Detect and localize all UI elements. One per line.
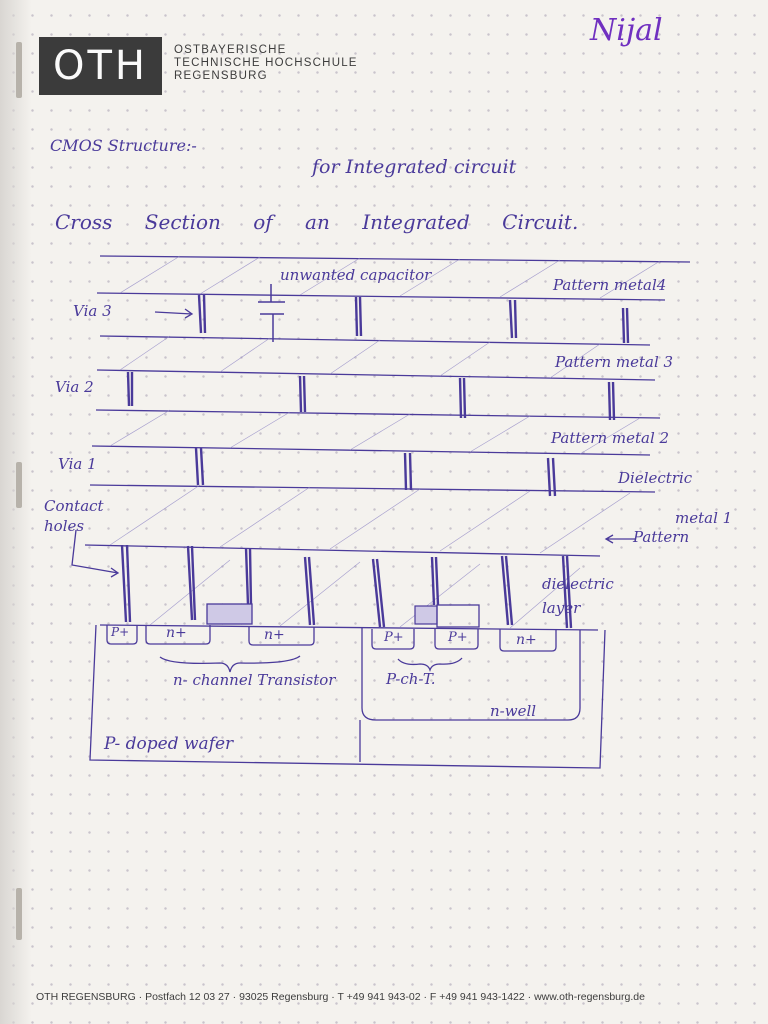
label-n-plus: n+ <box>516 632 537 648</box>
label-arrows <box>71 308 635 578</box>
binding-slot <box>16 888 22 940</box>
title: Cross Section of an Integrated Circuit. <box>55 210 579 234</box>
diffusion-regions <box>89 624 606 769</box>
layer-boundary <box>96 369 656 381</box>
letterhead-footer: OTH REGENSBURG · Postfach 12 03 27 · 930… <box>36 991 645 1003</box>
layer-boundary <box>99 255 691 263</box>
label-via-2: Via 2 <box>55 378 94 396</box>
layer-boundary <box>96 292 666 301</box>
label-contact-holes: Contact holes <box>44 497 104 535</box>
label-dielectric-layer: dielectric layer <box>542 575 614 617</box>
institution-line: OSTBAYERISCHE <box>174 44 287 56</box>
label-p-doped-wafer: P- doped wafer <box>104 734 234 754</box>
subheading: for Integrated circuit <box>312 156 517 178</box>
label-n-plus: n+ <box>166 625 187 641</box>
oth-logo: OTH <box>39 37 162 95</box>
label-unwanted-capacitor: unwanted capacitor <box>280 266 432 284</box>
label-via-3: Via 3 <box>73 302 112 320</box>
label-n-channel-transistor: n- channel Transistor <box>173 671 336 689</box>
label-p-plus: P+ <box>384 630 404 645</box>
layer-boundary <box>89 484 656 493</box>
label-pattern-metal-4: Pattern metal4 <box>553 276 667 294</box>
binding-slot <box>16 42 22 98</box>
label-pattern-metal-2: Pattern metal 2 <box>551 429 670 447</box>
label-p-ch-t: P-ch-T. <box>386 670 436 688</box>
layer-boundary <box>84 544 601 557</box>
label-pattern: Pattern <box>633 528 690 546</box>
layer-boundary <box>95 409 661 419</box>
label-p-plus: P+ <box>111 625 130 639</box>
via-marks <box>126 294 630 497</box>
gate-n-channel <box>206 603 253 625</box>
signature: Nijal <box>590 13 663 48</box>
institution-name: OSTBAYERISCHE TECHNISCHE HOCHSCHULE REGE… <box>174 44 358 83</box>
heading-cmos: CMOS Structure:- <box>50 136 197 155</box>
gate-p-channel <box>414 605 438 625</box>
label-n-plus: n+ <box>264 627 285 643</box>
label-dielectric: Dielectric <box>618 469 693 487</box>
contact-marks <box>120 544 573 629</box>
gate-p-channel <box>436 604 480 628</box>
label-p-plus: P+ <box>448 630 468 645</box>
label-n-well: n-well <box>490 702 537 720</box>
layer-boundary <box>99 335 651 346</box>
layer-boundary <box>91 445 651 456</box>
label-pattern-metal-3: Pattern metal 3 <box>555 353 674 371</box>
institution-line: REGENSBURG <box>174 70 268 82</box>
binding-slot <box>16 462 22 508</box>
label-via-1: Via 1 <box>58 455 97 473</box>
capacitor-symbol <box>258 284 285 342</box>
institution-line: TECHNISCHE HOCHSCHULE <box>174 57 358 69</box>
layer-boundary <box>99 624 599 631</box>
label-metal-1: metal 1 <box>675 509 733 527</box>
